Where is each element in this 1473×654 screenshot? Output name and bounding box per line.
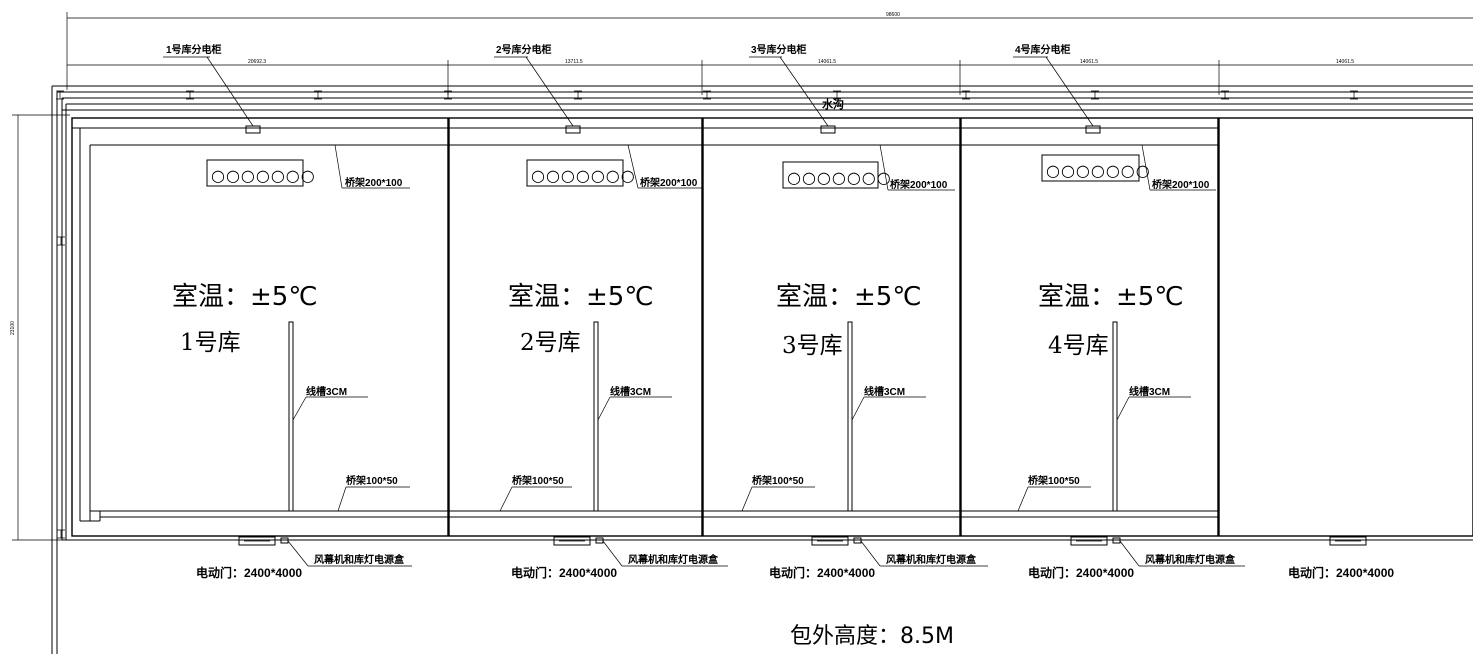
overall-dimension: 98600	[66, 12, 1473, 90]
distribution-cabinet-1	[245, 125, 261, 134]
panel-circles-1: ○○○○○○○	[211, 166, 316, 185]
distribution-cabinet-3	[820, 125, 836, 134]
room-3: 3号库分电柜 ○○○○○○○ 桥架200*100 室温：±5℃ 3号库 线槽3C…	[741, 43, 988, 580]
panel-circles-4: ○○○○○○○	[1046, 161, 1151, 180]
panel-4	[1041, 154, 1140, 182]
cabinet-label-3: 3号库分电柜	[751, 43, 807, 56]
segment-dim-1: 20692.3	[248, 59, 266, 65]
distribution-cabinet-2	[565, 125, 581, 134]
panel-circles-2: ○○○○○○○	[531, 166, 636, 185]
room-5: 电动门：2400*4000	[1288, 536, 1394, 580]
room-1: 1号库分电柜 ○○○○○○○ 桥架200*100 室温：±5℃ 1号库 线槽3C…	[163, 43, 412, 580]
room-name-3: 3号库	[782, 333, 843, 359]
panel-1	[206, 159, 304, 187]
segment-dim-3: 14061.5	[818, 59, 836, 65]
water-channel-label: 水沟	[822, 97, 844, 111]
tray-top-label-2: 桥架200*100	[640, 176, 698, 189]
height-label: 23100	[10, 321, 16, 335]
trunking-3	[847, 321, 853, 512]
room-boundaries	[71, 117, 1473, 537]
cabinet-label-2: 2号库分电柜	[496, 43, 552, 56]
building-walls	[51, 85, 1473, 654]
tray-top-label-4: 桥架200*100	[1152, 178, 1210, 191]
room-name-2: 2号库	[520, 330, 581, 356]
room-name-4: 4号库	[1048, 333, 1109, 359]
room-temp-4: 室温：±5℃	[1038, 282, 1184, 312]
segment-dimensions: 20692.3 13711.5 14061.5 14061.5 14061.5	[67, 59, 1473, 95]
power-box-label-1: 风幕机和库灯电源盒	[314, 553, 405, 566]
distribution-cabinet-4	[1085, 125, 1101, 134]
trunk-label-1: 线槽3CM	[306, 385, 347, 398]
room-name-1: 1号库	[180, 330, 241, 356]
door-label-5: 电动门：2400*4000	[1288, 565, 1394, 580]
segment-dim-4: 14061.5	[1080, 59, 1098, 65]
door-4	[1070, 536, 1108, 546]
total-width-label: 98600	[886, 12, 900, 18]
panel-circles-3: ○○○○○○○	[787, 168, 892, 187]
segment-dim-2: 13711.5	[565, 59, 583, 65]
outer-height-note: 包外高度：8.5M	[790, 624, 954, 649]
trunking-2	[593, 321, 599, 512]
room-temp-2: 室温：±5℃	[508, 282, 654, 312]
door-5	[1329, 536, 1367, 546]
cabinet-label-1: 1号库分电柜	[166, 43, 222, 56]
room-4: 4号库分电柜 ○○○○○○○ 桥架200*100 室温：±5℃ 4号库 线槽3C…	[1013, 43, 1245, 580]
door-2	[553, 536, 591, 546]
door-3	[811, 536, 849, 546]
power-box-label-3: 风幕机和库灯电源盒	[886, 553, 977, 566]
tray-bottom-label-4: 桥架100*50	[1028, 474, 1080, 487]
power-box-label-2: 风幕机和库灯电源盒	[628, 553, 719, 566]
panel-2	[526, 159, 624, 187]
power-box-label-4: 风幕机和库灯电源盒	[1145, 553, 1236, 566]
room-temp-1: 室温：±5℃	[172, 282, 318, 312]
door-1	[238, 536, 276, 546]
door-label-2: 电动门：2400*4000	[511, 565, 617, 580]
tray-bottom-label-2: 桥架100*50	[512, 474, 564, 487]
cabinet-label-4: 4号库分电柜	[1015, 43, 1071, 56]
tray-bottom-label-3: 桥架100*50	[752, 474, 804, 487]
door-label-3: 电动门：2400*4000	[769, 565, 875, 580]
trunking-1	[288, 321, 294, 512]
trunk-label-4: 线槽3CM	[1129, 385, 1170, 398]
trunk-label-2: 线槽3CM	[610, 385, 651, 398]
door-label-4: 电动门：2400*4000	[1028, 565, 1134, 580]
tray-bottom-label-1: 桥架100*50	[346, 474, 398, 487]
segment-dim-5: 14061.5	[1336, 59, 1354, 65]
trunk-label-3: 线槽3CM	[864, 385, 905, 398]
panel-3	[782, 161, 879, 189]
room-temp-3: 室温：±5℃	[776, 282, 922, 312]
trunking-4	[1112, 321, 1118, 512]
door-label-1: 电动门：2400*4000	[196, 565, 302, 580]
tray-top-label-1: 桥架200*100	[345, 176, 403, 189]
height-dimension: 23100	[10, 114, 70, 541]
room-2: 2号库分电柜 ○○○○○○○ 桥架200*100 室温：±5℃ 2号库 线槽3C…	[494, 43, 728, 580]
tray-top-label-3: 桥架200*100	[890, 178, 948, 191]
